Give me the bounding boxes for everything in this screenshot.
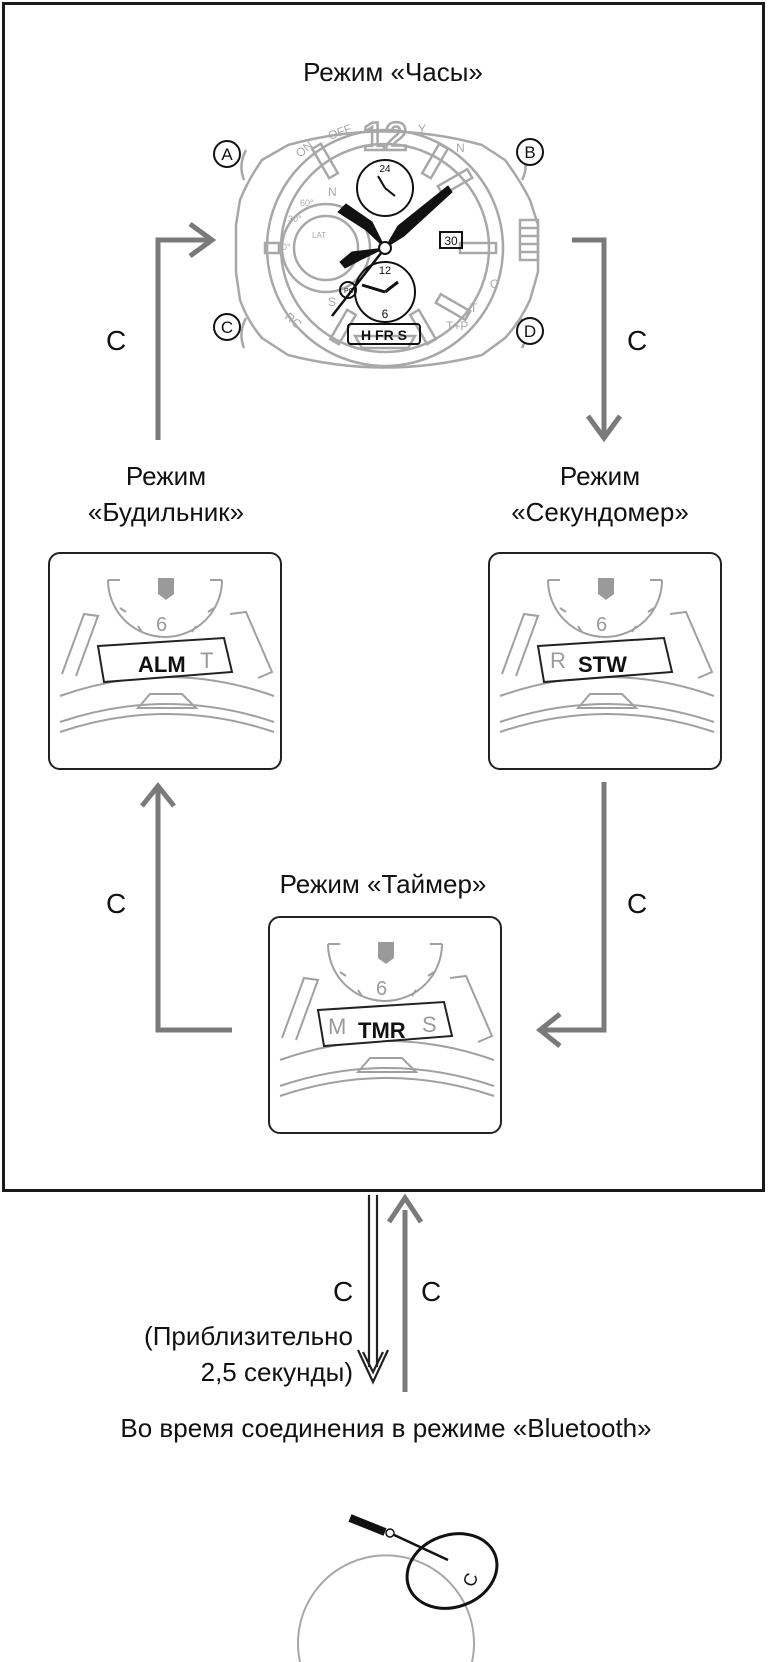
- arrow-to-bluetooth: [357, 1195, 389, 1385]
- deg-30: 30°: [288, 214, 302, 224]
- stopwatch-panel-six: 6: [596, 614, 608, 636]
- stopwatch-mode-panel: 6 R STW: [488, 552, 722, 770]
- bluetooth-hand: [348, 1514, 387, 1536]
- button-b-marker: [516, 138, 544, 166]
- button-a-marker: [213, 140, 241, 168]
- clock-mode-title: Режим «Часы»: [303, 57, 483, 87]
- button-d-label: D: [524, 322, 536, 341]
- bezel-tp: T+P: [446, 319, 468, 333]
- bezel-c: C: [490, 277, 499, 291]
- bezel-t: T: [470, 301, 478, 315]
- bluetooth-dial-outline: [297, 1554, 475, 1662]
- deg-0: 0°: [282, 242, 291, 252]
- alarm-mode-title-line2: «Будильник»: [87, 497, 245, 527]
- timer-panel-left-label: M: [328, 1014, 347, 1039]
- c-label-stopwatch-to-timer: C: [627, 888, 648, 919]
- stopwatch-panel-dial: [499, 578, 715, 733]
- watch-12-numeral: 12: [363, 115, 408, 159]
- arrow-stopwatch-to-timer: [540, 782, 607, 1033]
- alarm-panel-six: 6: [156, 614, 168, 636]
- c-label-to-bluetooth: C: [333, 1276, 354, 1307]
- arrowhead-from-bluetooth: [386, 1193, 424, 1224]
- diagram-frame: [2, 2, 765, 1192]
- alarm-panel-main-label: ALM: [138, 652, 186, 677]
- stopwatch-mode-title-line1: Режим: [559, 461, 641, 491]
- bluetooth-hand-tip: [391, 1532, 449, 1562]
- compass-s: S: [328, 295, 336, 309]
- subdial-12: 12: [379, 265, 391, 277]
- timer-panel-right-label: S: [422, 1012, 437, 1037]
- c-label-alarm-to-clock: C: [106, 325, 127, 356]
- arrowhead-stopwatch-to-timer: [535, 1012, 562, 1048]
- button-a-label: A: [221, 145, 233, 164]
- timer-mode-panel: 6 M TMR S: [268, 916, 502, 1134]
- lat-label: LAT: [312, 231, 326, 240]
- c-label-from-bluetooth: C: [421, 1276, 442, 1307]
- timer-panel-dial: [279, 942, 495, 1097]
- hold-note-line1: (Приблизительно: [144, 1321, 353, 1351]
- mode-window: H FR S: [361, 327, 407, 343]
- alarm-mode-panel: 6 ALM T: [48, 552, 282, 770]
- alarm-panel-side-label: T: [200, 648, 214, 673]
- arrow-timer-to-alarm: [155, 786, 232, 1033]
- arrowhead-timer-to-alarm: [140, 781, 176, 808]
- bluetooth-caption: Во время соединения в режиме «Bluetooth»: [120, 1413, 652, 1443]
- alarm-mode-title-line1: Режим: [125, 461, 207, 491]
- button-b-label: B: [524, 143, 535, 162]
- c-label-clock-to-stopwatch: C: [627, 325, 648, 356]
- button-d-marker: [516, 317, 544, 345]
- deg-60: 60°: [300, 198, 314, 208]
- highlight-ellipse: [405, 1532, 499, 1610]
- bezel-n: N: [456, 141, 465, 155]
- subdial-6: 6: [382, 307, 389, 321]
- timer-panel-six: 6: [376, 978, 388, 1000]
- timer-mode-title: Режим «Таймер»: [279, 869, 487, 899]
- bluetooth-c-marker: C: [459, 1570, 482, 1589]
- alarm-panel-dial: [59, 578, 275, 733]
- arrow-clock-to-stopwatch: [572, 237, 607, 438]
- arrow-alarm-to-clock: [155, 237, 212, 440]
- hold-note-line2: 2,5 секунды): [200, 1357, 353, 1387]
- arrowhead-clock-to-stopwatch: [585, 414, 623, 443]
- stopwatch-panel-main-label: STW: [578, 652, 627, 677]
- c-label-timer-to-alarm: C: [106, 888, 127, 919]
- date-window: 30: [444, 234, 458, 248]
- arrowhead-alarm-to-clock: [188, 221, 217, 259]
- subdial-pc: PC: [344, 288, 354, 295]
- bezel-y: Y: [418, 122, 426, 136]
- timer-panel-main-label: TMR: [358, 1018, 406, 1043]
- stopwatch-panel-side-label: R: [550, 648, 566, 673]
- stopwatch-mode-title-line2: «Секундомер»: [511, 497, 689, 527]
- subdial-24: 24: [379, 164, 391, 175]
- button-c-marker: [213, 313, 241, 341]
- compass-n: N: [328, 185, 337, 199]
- button-c-label: C: [221, 318, 233, 337]
